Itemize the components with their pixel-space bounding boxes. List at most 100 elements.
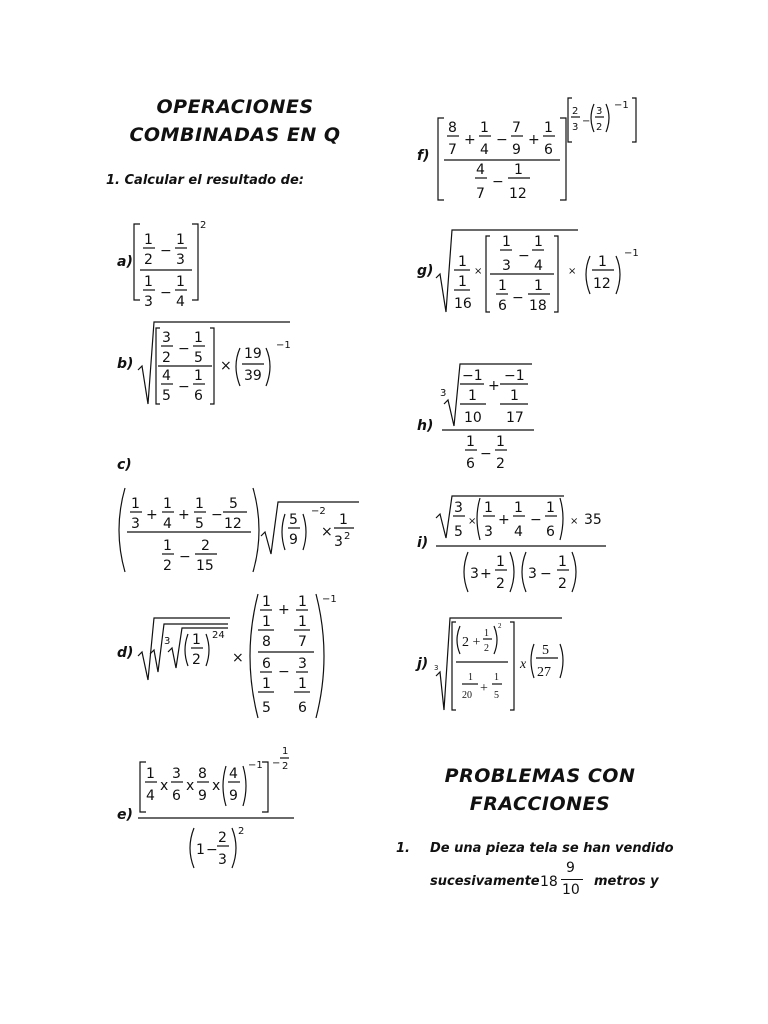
- svg-text:−1: −1: [248, 760, 263, 771]
- svg-text:1: 1: [480, 120, 489, 136]
- svg-text:6: 6: [546, 524, 555, 540]
- svg-text:7: 7: [512, 120, 521, 136]
- svg-text:−1: −1: [276, 340, 291, 351]
- label-b: b): [117, 356, 134, 372]
- svg-text:3: 3: [164, 636, 170, 647]
- svg-text:5: 5: [162, 388, 171, 404]
- formula-a: 2 12 − 13 13 − 14: [133, 220, 206, 308]
- mixed-number: 18 9 10: [540, 860, 585, 900]
- svg-text:1: 1: [544, 120, 553, 136]
- svg-text:3: 3: [596, 106, 602, 117]
- label-c: c): [117, 457, 132, 473]
- title-line-2: FRACCIONES: [469, 793, 611, 815]
- svg-text:1: 1: [298, 614, 307, 630]
- svg-text:+: +: [480, 681, 488, 696]
- label-a: a): [117, 254, 133, 270]
- svg-text:3: 3: [176, 252, 185, 268]
- svg-text:16: 16: [454, 296, 472, 312]
- svg-text:24: 24: [212, 630, 225, 641]
- svg-text:1: 1: [282, 746, 288, 757]
- svg-text:6: 6: [498, 298, 507, 314]
- svg-text:35: 35: [584, 512, 602, 528]
- label-e: e): [117, 807, 133, 823]
- svg-text:−: −: [178, 379, 190, 395]
- formula-j: 3 2 + 12 2 120 + 15 x 527: [434, 617, 564, 711]
- problem-line-2-end: metros y: [594, 874, 659, 889]
- svg-text:1: 1: [176, 232, 185, 248]
- svg-text:3: 3: [334, 534, 343, 550]
- svg-text:2: 2: [498, 622, 502, 630]
- svg-text:3: 3: [144, 294, 153, 308]
- svg-text:−1: −1: [322, 594, 337, 605]
- svg-text:2: 2: [218, 830, 227, 846]
- svg-text:6: 6: [544, 142, 553, 158]
- svg-text:5: 5: [229, 496, 238, 512]
- svg-text:9: 9: [198, 788, 207, 804]
- svg-text:−1: −1: [624, 248, 639, 259]
- formula-i: 35 × 13 + 14 − 16 ×35 3+ 12 3− 12: [435, 495, 606, 593]
- svg-text:+: +: [498, 512, 510, 528]
- formula-h: 3 −11 10 + −11 17 16 − 12: [440, 363, 534, 472]
- label-j: j): [417, 656, 429, 672]
- svg-text:2: 2: [496, 576, 505, 592]
- svg-text:3: 3: [434, 664, 438, 672]
- svg-text:−: −: [278, 664, 290, 680]
- svg-text:2 +: 2 +: [462, 635, 481, 650]
- svg-text:1: 1: [458, 274, 467, 290]
- svg-text:19: 19: [244, 346, 262, 362]
- svg-text:9: 9: [229, 788, 238, 804]
- svg-text:4: 4: [162, 368, 171, 384]
- svg-text:1: 1: [131, 496, 140, 512]
- label-g: g): [417, 263, 434, 279]
- svg-text:x: x: [160, 778, 168, 794]
- svg-text:1: 1: [514, 162, 523, 178]
- svg-text:1: 1: [598, 254, 607, 270]
- svg-text:4: 4: [476, 162, 485, 178]
- svg-text:39: 39: [244, 368, 262, 384]
- svg-text:6: 6: [298, 700, 307, 716]
- svg-text:9: 9: [289, 532, 298, 548]
- svg-text:1: 1: [558, 554, 567, 570]
- svg-text:−: −: [512, 290, 524, 306]
- svg-text:5: 5: [262, 700, 271, 716]
- label-i: i): [417, 535, 429, 551]
- svg-text:1: 1: [534, 278, 543, 294]
- svg-text:5: 5: [194, 350, 203, 366]
- svg-text:1: 1: [144, 232, 153, 248]
- section-title-operaciones: OPERACIONES COMBINADAS EN Q: [110, 93, 360, 149]
- svg-text:−1: −1: [462, 368, 483, 384]
- section-title-problemas: PROBLEMAS CON FRACCIONES: [410, 762, 670, 818]
- svg-text:4: 4: [514, 524, 523, 540]
- svg-text:1: 1: [484, 500, 493, 516]
- svg-text:2: 2: [282, 761, 288, 772]
- svg-text:3: 3: [470, 566, 479, 582]
- svg-text:12: 12: [509, 186, 527, 202]
- problem-number: 1.: [396, 841, 410, 856]
- svg-text:1: 1: [458, 254, 467, 270]
- svg-text:×: ×: [568, 266, 576, 277]
- svg-text:1: 1: [510, 388, 519, 404]
- svg-text:1: 1: [484, 628, 489, 639]
- svg-text:x: x: [212, 778, 220, 794]
- svg-text:3: 3: [440, 388, 446, 399]
- svg-text:1: 1: [494, 672, 499, 683]
- instruction: 1. Calcular el resultado de:: [106, 173, 304, 188]
- svg-text:+: +: [528, 132, 540, 148]
- svg-text:−: −: [540, 566, 552, 582]
- svg-text:7: 7: [448, 142, 457, 158]
- svg-text:4: 4: [176, 294, 185, 308]
- mixed-denominator: 10: [562, 882, 580, 898]
- svg-text:1: 1: [146, 766, 155, 782]
- svg-text:1: 1: [262, 614, 271, 630]
- mixed-numerator: 9: [566, 860, 575, 876]
- svg-text:×: ×: [321, 524, 333, 540]
- svg-text:5: 5: [289, 512, 298, 528]
- svg-text:6: 6: [466, 456, 475, 472]
- svg-text:2: 2: [201, 538, 210, 554]
- svg-text:1: 1: [339, 512, 348, 528]
- svg-text:2: 2: [572, 106, 578, 117]
- svg-text:12: 12: [224, 516, 242, 532]
- svg-text:27: 27: [537, 665, 551, 680]
- svg-text:1: 1: [498, 278, 507, 294]
